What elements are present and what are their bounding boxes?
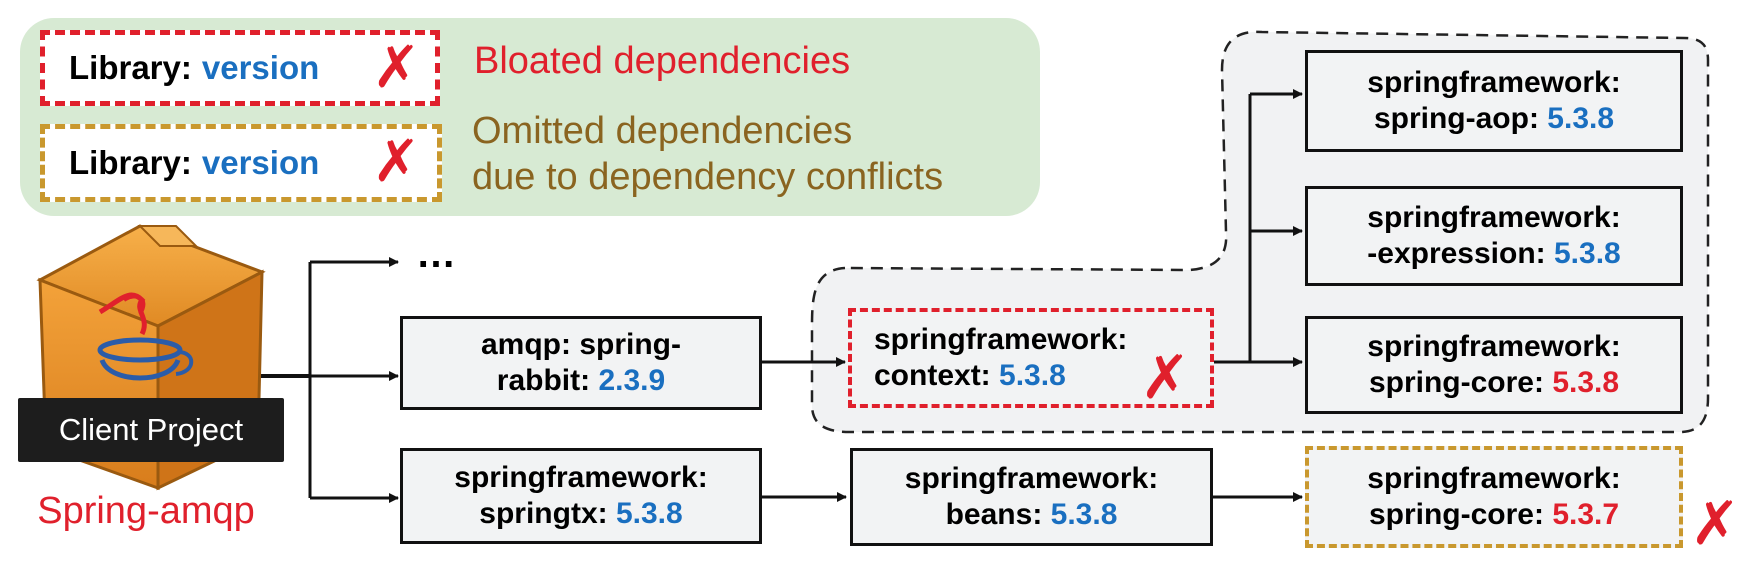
node-line2: spring-aop: 5.3.8 (1373, 102, 1615, 135)
node-line2: spring-core: 5.3.8 (1368, 366, 1620, 399)
legend-library-label: Library: (69, 144, 192, 181)
node-spring-core-538: springframework: spring-core: 5.3.8 (1305, 316, 1683, 414)
node-spring-core-537: springframework: spring-core: 5.3.7 (1305, 446, 1683, 548)
legend-version-label: version (201, 49, 320, 86)
legend-bloated-sample: Library: version (40, 30, 440, 106)
node-version: 5.3.8 (999, 359, 1066, 392)
legend-omitted-sample: Library: version (40, 124, 442, 202)
node-line1: springframework: (874, 323, 1128, 356)
legend-version-label: version (201, 144, 320, 181)
more-dependencies-ellipsis: … (416, 232, 462, 276)
node-line2: beans: 5.3.8 (945, 498, 1118, 531)
legend-omitted-line1: Omitted dependencies (472, 110, 853, 152)
node-line1: springframework: (1367, 462, 1621, 495)
node-line1: springframework: (1367, 330, 1621, 363)
node-line1: springframework: (1367, 201, 1621, 234)
cross-icon: ✗ (1140, 343, 1191, 413)
node-version: 5.3.8 (615, 497, 683, 530)
cross-icon: ✗ (372, 33, 421, 101)
project-name: Spring-amqp (37, 490, 255, 532)
cross-icon: ✗ (1690, 489, 1741, 559)
node-beans: springframework: beans: 5.3.8 (850, 448, 1213, 546)
node-line2: rabbit: 2.3.9 (496, 364, 666, 397)
node-line1: springframework: (904, 462, 1159, 495)
node-line2: context: 5.3.8 (874, 359, 1066, 392)
node-context: springframework: context: 5.3.8 (848, 308, 1214, 408)
node-line2: spring-core: 5.3.7 (1368, 498, 1620, 531)
node-spring-rabbit: amqp: spring- rabbit: 2.3.9 (400, 316, 762, 410)
node-version: 5.3.7 (1552, 498, 1620, 531)
node-version: 5.3.8 (1554, 237, 1621, 270)
node-version: 2.3.9 (598, 364, 666, 397)
legend-bloated-text: Bloated dependencies (474, 40, 851, 82)
client-project-label: Client Project (18, 398, 284, 462)
node-spring-aop: springframework: spring-aop: 5.3.8 (1305, 50, 1683, 152)
node-line2: -expression: 5.3.8 (1367, 237, 1621, 270)
cross-icon: ✗ (372, 127, 421, 195)
legend-omitted-text: Omitted dependencies due to dependency c… (472, 108, 943, 200)
node-line1: springframework: (454, 461, 708, 494)
node-line1: springframework: (1367, 66, 1621, 99)
legend-omitted-line2: due to dependency conflicts (472, 156, 944, 198)
legend-library-label: Library: (69, 49, 192, 86)
node-version: 5.3.8 (1547, 102, 1615, 135)
node-springtx: springframework: springtx: 5.3.8 (400, 448, 762, 544)
node-version: 5.3.8 (1552, 366, 1620, 399)
node-line1: amqp: spring- (481, 328, 681, 361)
node-line2: springtx: 5.3.8 (479, 497, 683, 530)
node-expression: springframework: -expression: 5.3.8 (1305, 186, 1683, 286)
node-version: 5.3.8 (1050, 498, 1118, 531)
